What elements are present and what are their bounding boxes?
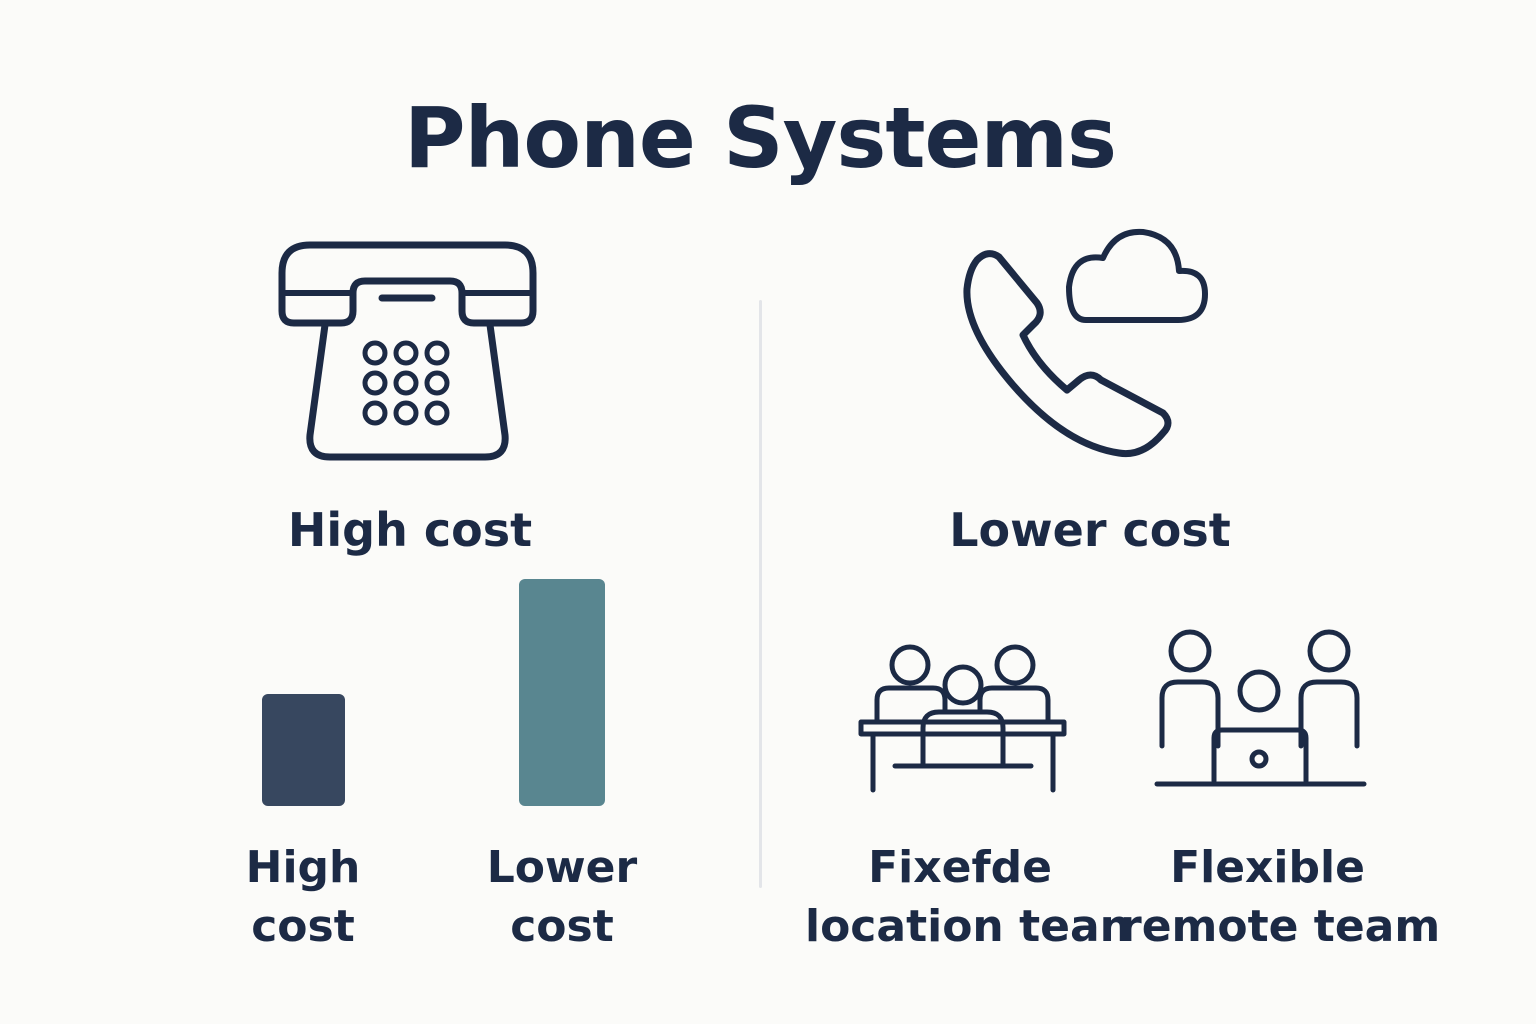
lower-cost-bar [519,579,605,806]
center-divider [759,300,762,888]
high-cost-bar-label-line1: High [245,842,361,893]
high-cost-bar-label-line2: cost [251,900,355,952]
left-cost-label: High cost [287,503,533,557]
fixed-team-label: Fixefde location tean [805,842,1131,954]
high-cost-bar [262,694,345,806]
lower-cost-bar-label: Lower cost [460,842,664,954]
remote-team-label-line1: Flexible [1170,842,1365,893]
remote-team-icon [1154,629,1367,787]
lower-cost-bar-label-line2: cost [510,900,614,952]
cloud-phone-icon [963,228,1208,458]
fixed-team-label-line2: location tean [805,900,1131,952]
remote-team-label: Flexible remote team [1120,842,1441,954]
right-cost-label: Lower cost [949,503,1231,557]
remote-team-label-line2: remote team [1120,900,1441,952]
lower-cost-bar-label-line1: Lower [486,842,638,893]
page-title: Phone Systems [404,89,1117,187]
office-team-icon [858,644,1067,793]
desk-telephone-icon [278,241,537,461]
fixed-team-label-line1: Fixefde [868,842,1052,893]
high-cost-bar-label: High cost [200,842,406,954]
